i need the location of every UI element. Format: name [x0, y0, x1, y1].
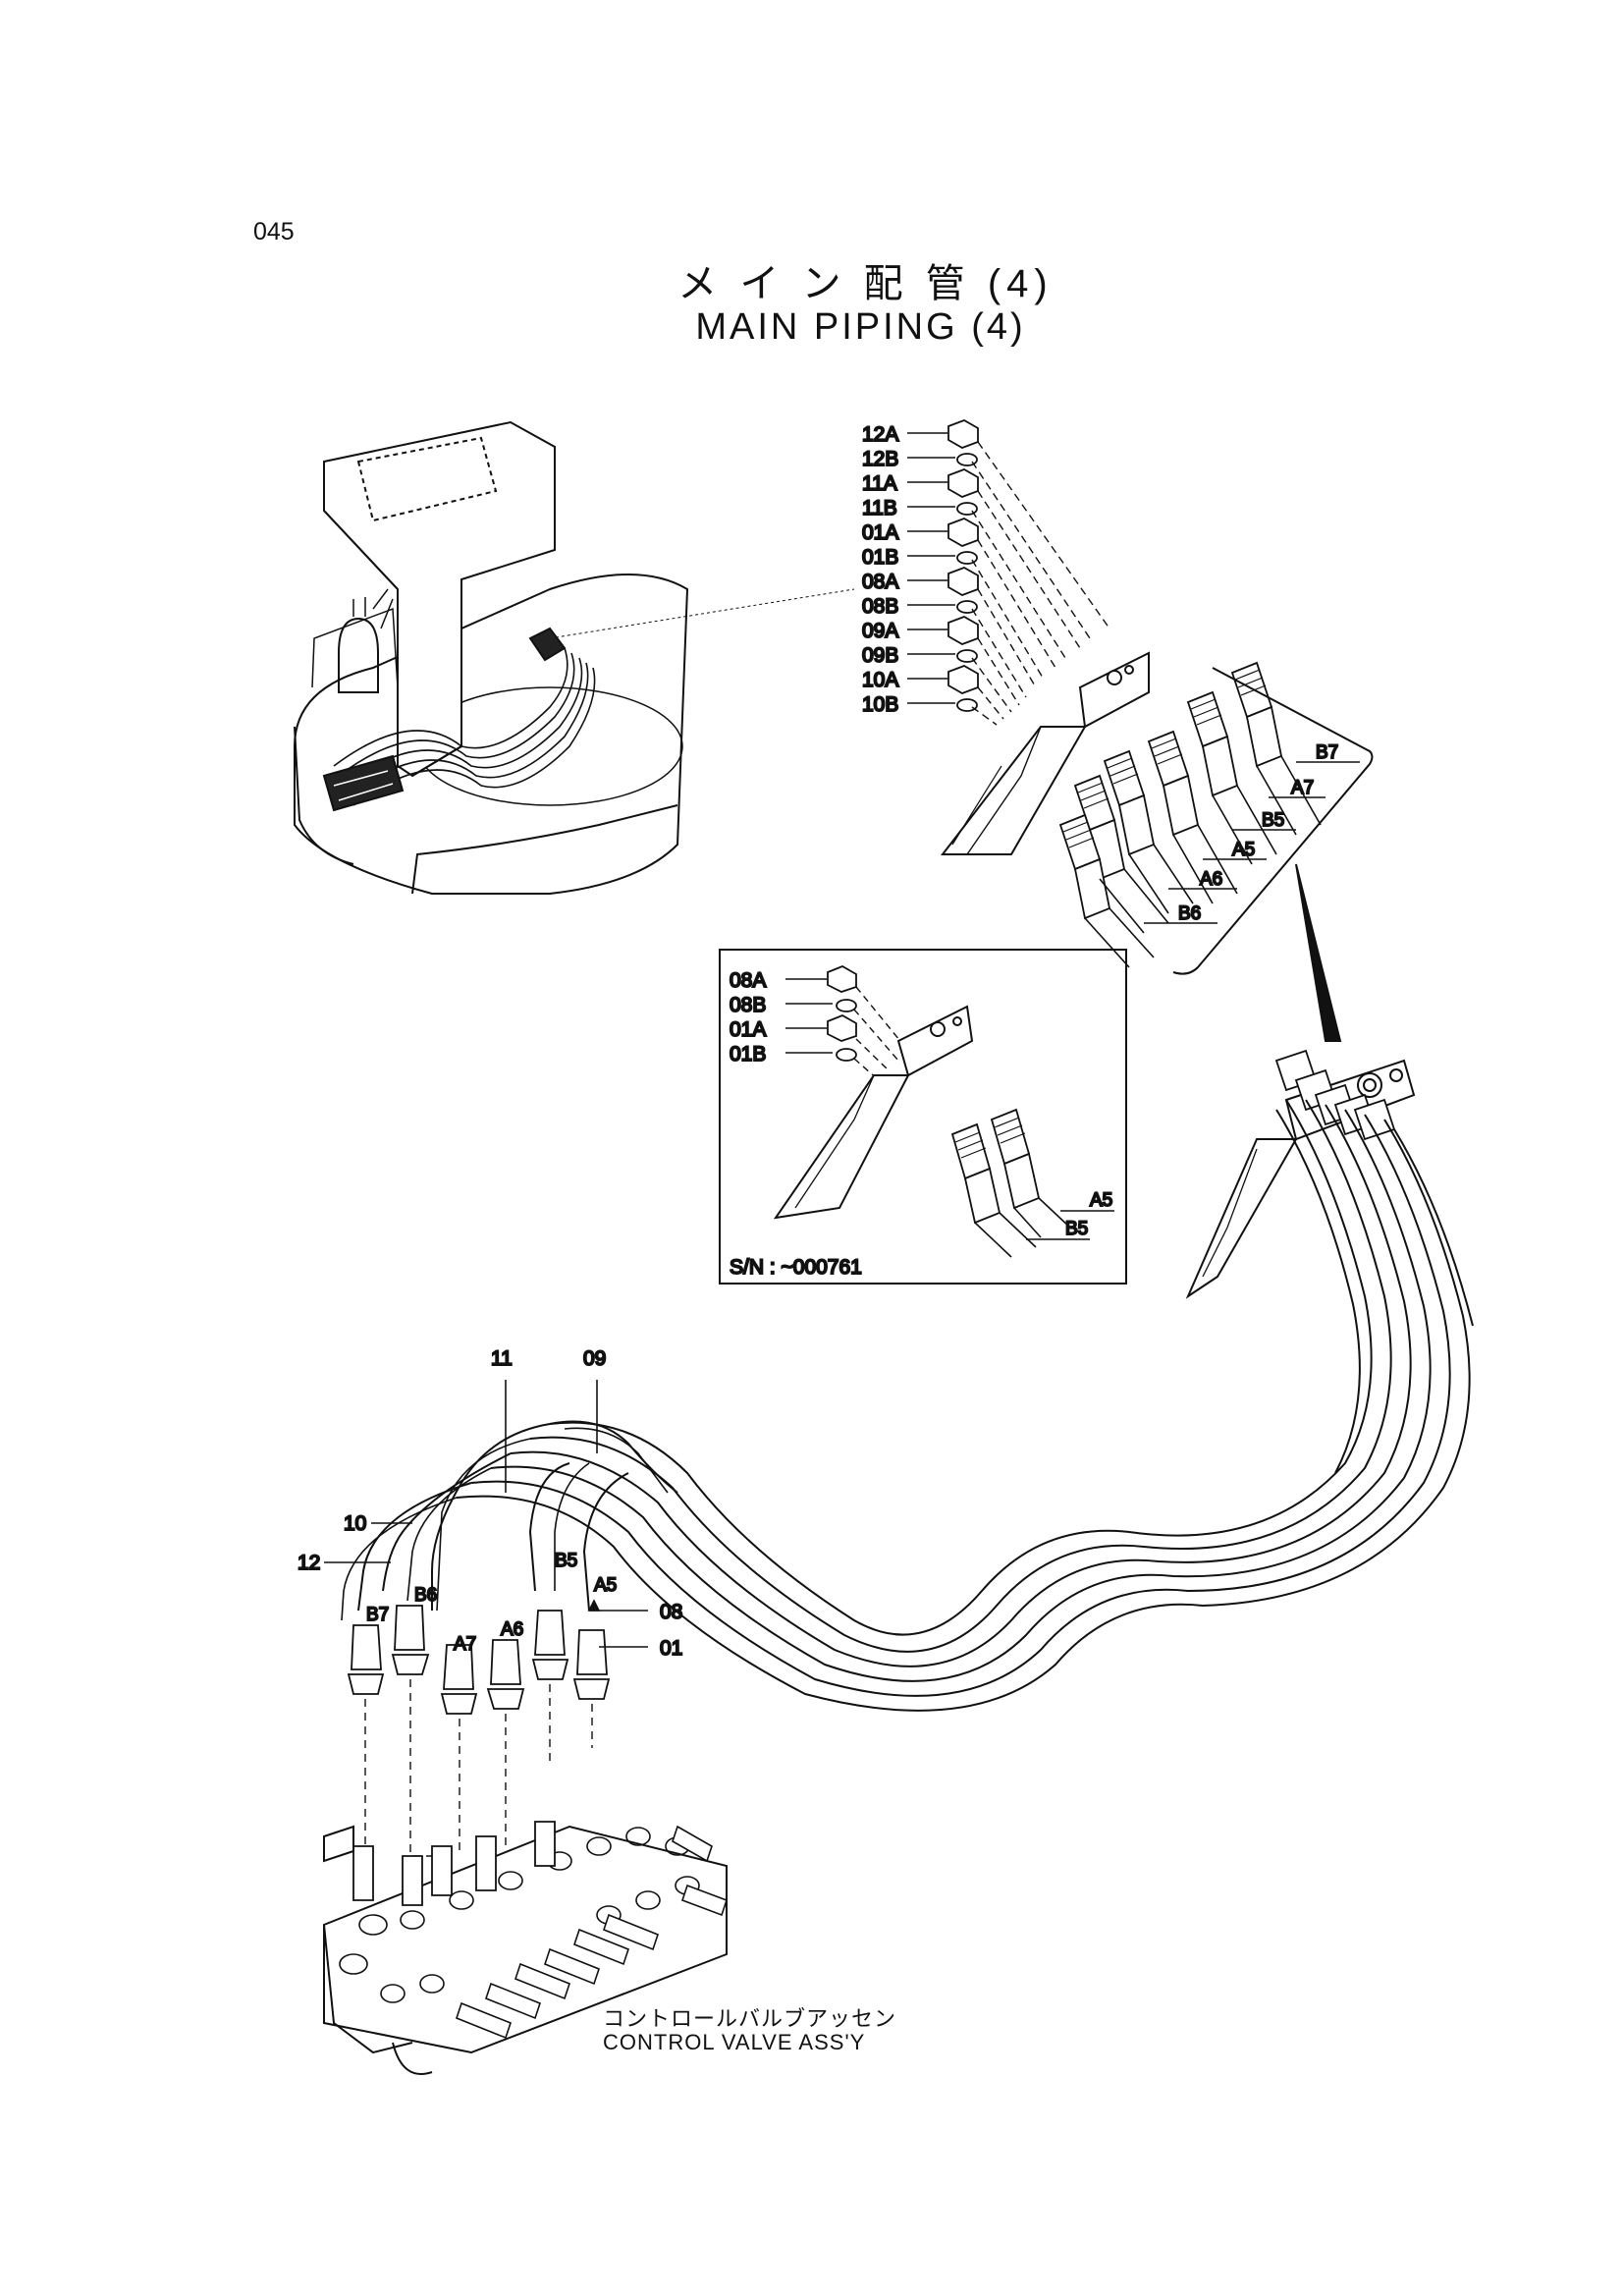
connector-label: B6: [1178, 903, 1201, 924]
page-title-english: MAIN PIPING (4): [695, 306, 1026, 348]
callout-label: 11B: [862, 497, 897, 519]
connector-label: A6: [1200, 869, 1222, 890]
connector-label: A7: [1291, 778, 1314, 798]
control-valve-label-japanese: コントロールバルブアッセン: [603, 2006, 897, 2031]
callout-label: 09A: [862, 620, 898, 642]
port-label: B5: [555, 1551, 577, 1571]
inset-connector-label: A5: [1090, 1190, 1112, 1211]
callout-label: 08A: [862, 571, 898, 593]
callout-label: 12A: [862, 423, 898, 446]
port-label: A6: [501, 1619, 523, 1640]
page-title-japanese: メ イ ン 配 管 (4): [677, 262, 1054, 305]
callout-label: 09B: [862, 644, 898, 667]
callout-label: 08B: [862, 595, 898, 618]
top-callout-labels: 12A 12B 11A 11B 01A 01B 08A 08B 09A 09B …: [861, 422, 899, 717]
inset-callout-label: 08B: [730, 994, 766, 1016]
connector-label: B7: [1316, 742, 1338, 763]
inset-callout-label: 08A: [730, 969, 766, 992]
right-bracket-assembly: [1185, 1049, 1416, 1299]
control-valve-label-english: CONTROL VALVE ASS'Y: [603, 2030, 866, 2054]
callout-label: 12B: [862, 448, 898, 470]
hose-label-01: 01: [660, 1637, 682, 1660]
port-label: A5: [594, 1575, 617, 1596]
hose-leaders: [324, 1380, 648, 1648]
connector-label: B5: [1262, 810, 1284, 831]
hose-label-10: 10: [344, 1512, 366, 1535]
hose-label-11: 11: [491, 1347, 513, 1370]
hose-fittings: [347, 1605, 611, 1715]
inset-detail: 08A 08B 01A 01B A5 B5 S/N : ~000761: [719, 949, 1127, 1285]
callout-label: 01B: [862, 546, 898, 569]
port-label: B6: [414, 1585, 437, 1606]
hose-ends: [341, 1420, 678, 1621]
port-label: A7: [454, 1634, 476, 1655]
callout-label: 01A: [862, 521, 898, 544]
page-number: 045: [253, 218, 295, 246]
port-labels: B7 B6 A7 A6 B5 A5: [365, 1550, 618, 1656]
top-connector-labels: B7 A7 B5 A5 A6 B6: [1177, 741, 1339, 925]
connector-label: A5: [1232, 840, 1255, 860]
main-hose-bundle: [456, 1099, 1474, 1712]
hose-label-12: 12: [298, 1552, 320, 1574]
callout-label: 11A: [862, 472, 897, 495]
hose-label-08: 08: [660, 1601, 682, 1623]
hose-number-labels: 11 09 10 12 08 01: [297, 1346, 683, 1661]
top-detail: [907, 419, 1374, 1042]
inset-callout-label: 01A: [730, 1018, 766, 1041]
assembly-lines: [364, 1679, 593, 1857]
machine-overview-illustration: [294, 420, 855, 895]
control-valve-illustration: [323, 1821, 729, 2075]
serial-number-note: S/N : ~000761: [730, 1256, 862, 1279]
callout-label: 10B: [862, 693, 898, 716]
port-label: B7: [366, 1605, 389, 1625]
inset-connector-label: B5: [1065, 1219, 1088, 1239]
hose-label-09: 09: [583, 1347, 606, 1370]
callout-label: 10A: [862, 669, 898, 691]
inset-callout-label: 01B: [730, 1043, 766, 1066]
